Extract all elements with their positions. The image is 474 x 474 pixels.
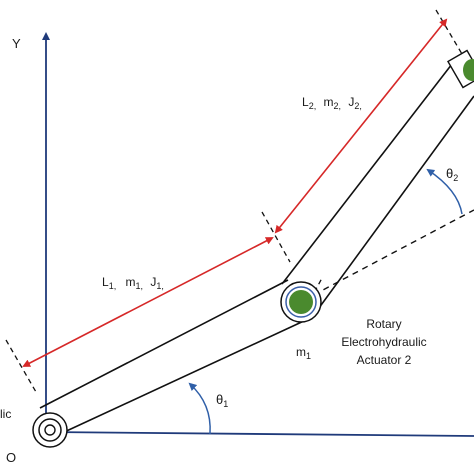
x-axis — [45, 431, 474, 437]
theta1-label: θ1 — [216, 392, 228, 409]
theta1-arc — [188, 382, 211, 435]
dimension-L1 — [22, 237, 274, 367]
actuator2-label-line2: Electrohydraulic — [341, 335, 426, 349]
theta2-label: θ2 — [446, 166, 458, 183]
dim-marker-joint1-lower — [305, 277, 323, 309]
actuator1-label-fragment: lic — [0, 407, 11, 421]
y-axis-label: Y — [12, 36, 21, 51]
theta2-arc — [426, 168, 463, 215]
dim-marker-base — [5, 339, 37, 393]
dimension-L2 — [274, 18, 448, 234]
dim-marker-tip — [435, 9, 463, 55]
link1-upper-edge — [39, 279, 289, 409]
joint1-blue-ring — [285, 286, 317, 318]
mass-m2 — [463, 59, 474, 81]
link1-label: L1, m1, J1, — [102, 275, 164, 292]
base-joint-pin — [44, 424, 56, 436]
base-joint-outer-ring — [32, 412, 68, 448]
actuator2-label-line3: Actuator 2 — [357, 353, 412, 367]
mass-m1 — [289, 290, 313, 314]
base-joint-inner-ring — [38, 418, 62, 442]
origin-label: O — [6, 450, 16, 465]
actuator2-label-line1: Rotary — [366, 317, 401, 331]
dim-marker-joint1 — [261, 211, 291, 263]
link2-label: L2, m2, J2, — [302, 95, 362, 112]
link2-lower-edge — [315, 95, 474, 313]
joint1-mass-label: m1 — [296, 345, 311, 361]
link1-lower-edge — [59, 319, 307, 435]
